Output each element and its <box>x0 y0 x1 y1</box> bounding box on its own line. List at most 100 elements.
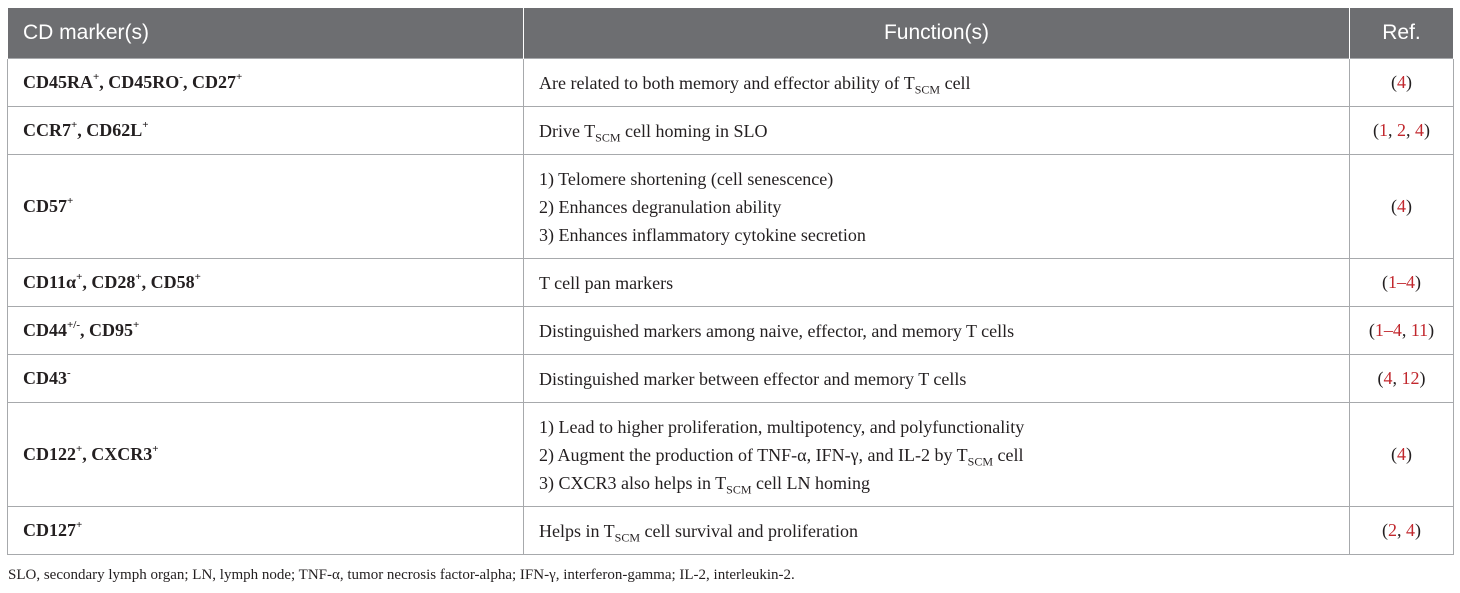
table-row: CD43-Distinguished marker between effect… <box>7 354 1454 403</box>
marker-name: CD127 <box>23 520 76 540</box>
marker-expression: + <box>194 271 201 283</box>
table-row: CD11α+, CD28+, CD58+T cell pan markers(1… <box>7 258 1454 307</box>
reference-link[interactable]: 4 <box>1415 120 1424 140</box>
marker-expression: + <box>71 119 78 131</box>
cd-marker-cell: CD122+, CXCR3+ <box>7 402 524 507</box>
marker-name: CD62L <box>86 120 143 140</box>
reference-link[interactable]: 2 <box>1397 120 1406 140</box>
table-row: CCR7+, CD62L+ Drive TSCM cell homing in S… <box>7 106 1454 155</box>
reference-cell: (2, 4) <box>1349 506 1454 555</box>
function-text: Distinguished markers among naive, effec… <box>539 320 1015 341</box>
marker-name: CD58 <box>150 272 195 292</box>
function-line: Drive TSCM cell homing in SLO <box>539 117 1334 145</box>
function-text: Helps in T <box>539 520 615 541</box>
marker-expression: + <box>76 443 83 455</box>
marker-name: CD28 <box>91 272 136 292</box>
marker-name: CD122 <box>23 444 76 464</box>
function-cell: Drive TSCM cell homing in SLO <box>523 106 1350 155</box>
cd-marker-cell: CD127+ <box>7 506 524 555</box>
function-cell: 1) Telomere shortening (cell senescence)… <box>523 154 1350 259</box>
function-line: Helps in TSCM cell survival and prolifer… <box>539 517 1334 545</box>
reference-link[interactable]: 4 <box>1397 444 1406 464</box>
function-text: 1) Telomere shortening (cell senescence) <box>539 168 834 189</box>
reference-link[interactable]: 1–4 <box>1374 320 1402 340</box>
marker-expression: + <box>93 71 100 83</box>
header-functions: Function(s) <box>523 8 1350 59</box>
marker-name: CD45RA <box>23 72 93 92</box>
reference-cell: (4, 12) <box>1349 354 1454 403</box>
marker-name: CD43 <box>23 368 67 388</box>
reference-link[interactable]: 4 <box>1397 196 1406 216</box>
marker-name: CD27 <box>191 72 236 92</box>
marker-expression: + <box>76 519 83 531</box>
table-header-row: CD marker(s) Function(s) Ref. <box>7 8 1454 59</box>
table-container: CD marker(s) Function(s) Ref. CD45RA+, C… <box>7 8 1454 555</box>
marker-expression: +/- <box>67 319 80 331</box>
marker-name: CD44 <box>23 320 67 340</box>
marker-expression: - <box>67 367 71 379</box>
marker-expression: + <box>133 319 140 331</box>
reference-link[interactable]: 4 <box>1383 368 1393 388</box>
function-cell: Distinguished marker between effector an… <box>523 354 1350 403</box>
function-cell: 1) Lead to higher proliferation, multipo… <box>523 402 1350 507</box>
marker-expression: - <box>179 71 183 83</box>
cd-marker-cell: CD57+ <box>7 154 524 259</box>
function-line: 1) Lead to higher proliferation, multipo… <box>539 413 1334 441</box>
table-body: CD45RA+, CD45RO-, CD27+ Are related to bo… <box>7 58 1454 555</box>
marker-expression: + <box>152 443 159 455</box>
marker-name: CCR7 <box>23 120 71 140</box>
function-cell: T cell pan markers <box>523 258 1350 307</box>
function-text: cell LN homing <box>751 472 871 493</box>
function-text: 2) Enhances degranulation ability <box>539 196 782 217</box>
reference-cell: (4) <box>1349 402 1454 507</box>
function-text: T cell pan markers <box>539 272 674 293</box>
header-ref: Ref. <box>1349 8 1454 59</box>
subscript-text: SCM <box>614 530 641 545</box>
table-row: CD44+/-, CD95+Distinguished markers amon… <box>7 306 1454 355</box>
marker-name: CXCR3 <box>91 444 153 464</box>
cd-marker-cell: CD45RA+, CD45RO-, CD27+ <box>7 58 524 107</box>
subscript-text: SCM <box>914 82 941 97</box>
function-text: 1) Lead to higher proliferation, multipo… <box>539 416 1025 437</box>
reference-link[interactable]: 4 <box>1397 72 1406 92</box>
function-line: Are related to both memory and effector … <box>539 69 1334 97</box>
cd-marker-cell: CD44+/-, CD95+ <box>7 306 524 355</box>
reference-link[interactable]: 4 <box>1406 520 1415 540</box>
function-line: Distinguished markers among naive, effec… <box>539 317 1334 345</box>
reference-link[interactable]: 12 <box>1401 368 1420 388</box>
function-text: 3) Enhances inflammatory cytokine secret… <box>539 224 866 245</box>
marker-expression: + <box>142 119 149 131</box>
function-text: cell <box>993 444 1024 465</box>
function-text: cell <box>940 72 971 93</box>
function-line: 2) Enhances degranulation ability <box>539 193 1334 221</box>
reference-cell: (1, 2, 4) <box>1349 106 1454 155</box>
marker-expression: + <box>235 71 243 83</box>
cd-marker-cell: CCR7+, CD62L+ <box>7 106 524 155</box>
cd-marker-cell: CD43- <box>7 354 524 403</box>
table-row: CD45RA+, CD45RO-, CD27+ Are related to bo… <box>7 58 1454 107</box>
cd-marker-table: CD marker(s) Function(s) Ref. CD45RA+, C… <box>7 8 1454 555</box>
function-cell: Helps in TSCM cell survival and prolifer… <box>523 506 1350 555</box>
marker-name: CD57 <box>23 196 67 216</box>
function-text: Are related to both memory and effector … <box>539 72 915 93</box>
reference-cell: (4) <box>1349 58 1454 107</box>
reference-link[interactable]: 11 <box>1410 320 1429 340</box>
header-cd-markers: CD marker(s) <box>7 8 524 59</box>
function-text: 3) CXCR3 also helps in T <box>539 472 727 493</box>
reference-link[interactable]: 2 <box>1388 520 1397 540</box>
function-line: 1) Telomere shortening (cell senescence) <box>539 165 1334 193</box>
subscript-text: SCM <box>595 130 621 145</box>
reference-link[interactable]: 1–4 <box>1388 272 1415 292</box>
reference-link[interactable]: 1 <box>1379 120 1388 140</box>
cd-marker-cell: CD11α+, CD28+, CD58+ <box>7 258 524 307</box>
function-text: 2) Augment the production of TNF-α, IFN-… <box>539 444 968 465</box>
function-cell: Distinguished markers among naive, effec… <box>523 306 1350 355</box>
subscript-text: SCM <box>726 482 752 497</box>
table-footnote: SLO, secondary lymph organ; LN, lymph no… <box>8 567 795 583</box>
function-line: 3) Enhances inflammatory cytokine secret… <box>539 221 1334 249</box>
marker-name: CD95 <box>89 320 133 340</box>
function-line: 2) Augment the production of TNF-α, IFN-… <box>539 441 1334 469</box>
marker-name: CD45RO <box>108 72 180 92</box>
function-cell: Are related to both memory and effector … <box>523 58 1350 107</box>
table-row: CD122+, CXCR3+ 1) Lead to higher prolifer… <box>7 402 1454 507</box>
